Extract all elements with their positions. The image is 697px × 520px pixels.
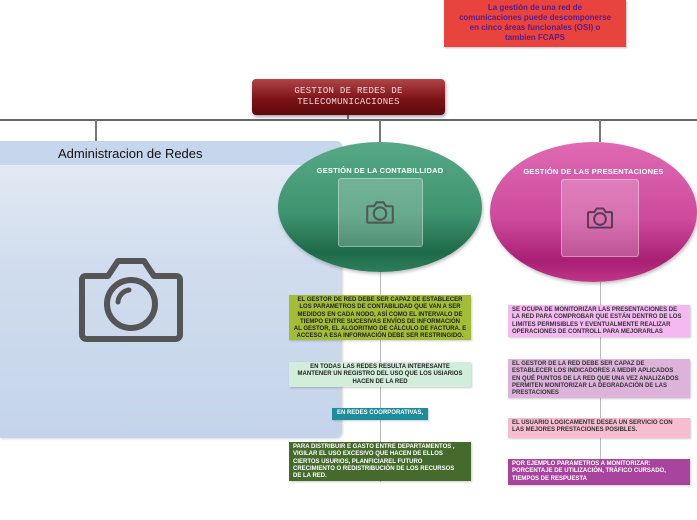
admin-panel-header [0, 141, 342, 165]
camera-icon [78, 252, 184, 344]
main-topic[interactable]: GESTION DE REDES DE TELECOMUNICACIONES [252, 79, 445, 115]
presentaciones-subtopic[interactable]: EL USUARIO LOGICAMENTE DESEA UN SERVICIO… [508, 418, 690, 438]
connector-contabilidad [379, 120, 381, 142]
contabilidad-subtopic[interactable]: EL GESTOR DE RED DEBE SER CAPAZ DE ESTAB… [289, 295, 471, 340]
contabilidad-subtopic[interactable]: EN TODAS LAS REDES RESULTA INTERESANTE M… [289, 362, 471, 387]
camera-icon [366, 200, 394, 224]
contabilidad-subtopic[interactable]: PARA DISTRIBUIR E GASTO ENTRE DEPARTAMEN… [289, 442, 471, 481]
presentaciones-subtopic[interactable]: POR EJEMPLO PARAMETROS A MONITORIZAR: PO… [508, 459, 690, 485]
fcaps-note[interactable]: La gestión de una red de comunicaciones … [444, 0, 626, 47]
connector-topic [347, 115, 349, 121]
image-placeholder [338, 178, 423, 247]
camera-icon [587, 206, 613, 229]
connector-admin [95, 120, 97, 141]
connector-main-horizontal [0, 119, 697, 121]
admin-panel-title: Administracion de Redes [58, 146, 203, 161]
presentaciones-subtopic[interactable]: SE OCUPA DE MONITORIZAR LAS PRESENTACION… [508, 305, 690, 337]
contabilidad-subtopic[interactable]: EN REDES COORPORATIVAS, [332, 408, 428, 420]
connector-presentaciones [599, 120, 601, 142]
presentaciones-subtopic[interactable]: EL GESTOR DE LA RED DEBE SER CAPAZ DE ES… [508, 359, 690, 398]
topic-contabilidad-title: GESTIÓN DE LA CONTABILLIDAD [316, 166, 444, 175]
image-placeholder [561, 179, 639, 257]
topic-presentaciones-title: GESTIÓN DE LAS PRESENTACIONES [523, 167, 664, 176]
